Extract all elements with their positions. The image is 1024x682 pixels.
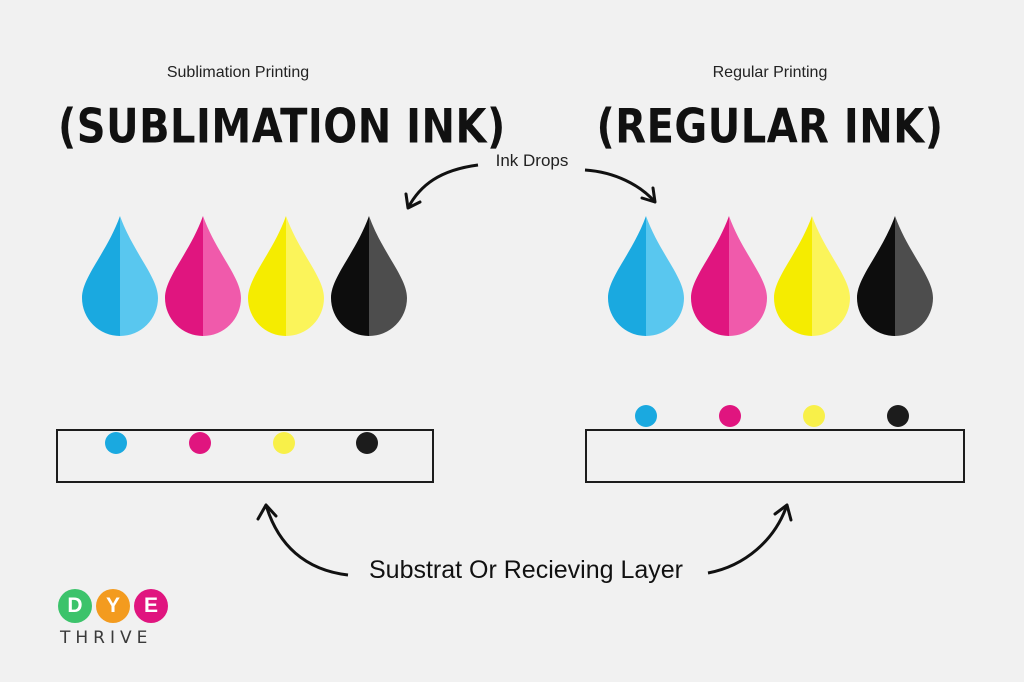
left-heading: (SUBLIMATION INK) xyxy=(58,100,506,155)
left-dot-magenta xyxy=(189,432,211,454)
drop-magenta-right-half xyxy=(729,216,767,336)
drop-yellow-right-half xyxy=(286,216,324,336)
drop-black-left-half xyxy=(331,216,369,336)
left-dot-black xyxy=(356,432,378,454)
logo-circles: D Y E xyxy=(58,589,168,623)
right-heading: (REGULAR INK) xyxy=(596,100,944,155)
left-ink-drops xyxy=(82,216,407,336)
left-subtitle: Sublimation Printing xyxy=(166,64,310,81)
right-subtitle: Regular Printing xyxy=(712,64,828,81)
drop-cyan-left-half xyxy=(82,216,120,336)
drop-cyan-left-half xyxy=(608,216,646,336)
drop-magenta-right-half xyxy=(203,216,241,336)
logo-letter-d: D xyxy=(58,589,92,623)
drop-cyan-right-half xyxy=(646,216,684,336)
logo-word: THRIVE xyxy=(60,628,153,648)
right-dot-magenta xyxy=(719,405,741,427)
drop-cyan-right-half xyxy=(120,216,158,336)
arrow-substrate-right xyxy=(707,504,789,575)
ink-drops-label: Ink Drops xyxy=(495,151,569,170)
logo-letter-e: E xyxy=(134,589,168,623)
substrate-label: Substrat Or Recieving Layer xyxy=(368,556,684,584)
arrowhead-ink-right xyxy=(640,186,657,204)
drop-yellow-right-half xyxy=(812,216,850,336)
right-substrate-box xyxy=(585,429,965,483)
left-dot-cyan xyxy=(105,432,127,454)
arrow-substrate-left xyxy=(264,504,349,577)
right-dot-black xyxy=(887,405,909,427)
drop-yellow-left-half xyxy=(248,216,286,336)
logo-letter-y: Y xyxy=(96,589,130,623)
drop-black-right-half xyxy=(895,216,933,336)
left-substrate-box xyxy=(56,429,434,483)
drop-magenta-left-half xyxy=(691,216,729,336)
arrow-ink-left xyxy=(406,163,479,209)
drop-yellow-left-half xyxy=(774,216,812,336)
arrow-ink-right xyxy=(584,168,657,203)
drop-black-left-half xyxy=(857,216,895,336)
arrowhead-substrate-right xyxy=(773,503,793,522)
drop-magenta-left-half xyxy=(165,216,203,336)
left-dot-yellow xyxy=(273,432,295,454)
arrowhead-ink-left xyxy=(404,192,422,210)
right-dot-cyan xyxy=(635,405,657,427)
right-ink-drops xyxy=(608,216,933,336)
drop-black-right-half xyxy=(369,216,407,336)
arrowhead-substrate-left xyxy=(256,503,278,521)
right-dot-yellow xyxy=(803,405,825,427)
